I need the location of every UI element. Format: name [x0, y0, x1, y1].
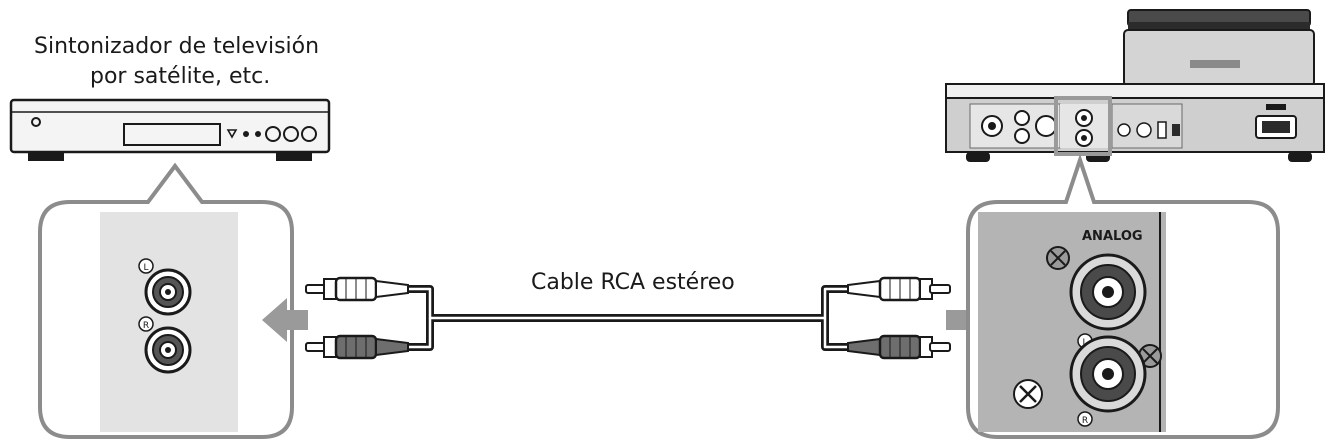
- cable-label: Cable RCA estéreo: [531, 270, 735, 295]
- source-jack-left-label: L: [143, 263, 148, 273]
- source-jack-right: R: [138, 316, 192, 374]
- rca-plug-left-top-icon: [305, 276, 409, 302]
- analog-highlight-frame: [1054, 96, 1112, 156]
- rca-plug-right-bottom-icon: [847, 334, 951, 360]
- analog-panel-label: ANALOG: [1082, 229, 1143, 244]
- target-jack-right: R: [1069, 335, 1147, 427]
- source-device-label-line1: Sintonizador de televisión: [34, 34, 320, 59]
- source-jack-callout: L R: [38, 162, 294, 439]
- source-jack-right-label: R: [143, 321, 149, 331]
- screw-icon: [1013, 379, 1043, 409]
- target-jack-left-label: L: [1082, 338, 1087, 348]
- left-arrow-icon: [262, 298, 308, 342]
- rca-plug-right-top-icon: [847, 276, 951, 302]
- target-jack-left: L: [1069, 253, 1147, 349]
- rca-cable: [408, 285, 848, 351]
- amplifier-rear-icon: [945, 9, 1325, 162]
- target-jack-callout: ANALOG L R: [966, 153, 1280, 439]
- source-device-label-line2: por satélite, etc.: [90, 64, 271, 89]
- screw-icon: [1046, 246, 1070, 270]
- rca-plug-left-bottom-icon: [305, 334, 409, 360]
- target-jack-right-label: R: [1082, 416, 1088, 426]
- satellite-tuner-icon: [9, 98, 331, 161]
- source-jack-left: L: [138, 258, 192, 316]
